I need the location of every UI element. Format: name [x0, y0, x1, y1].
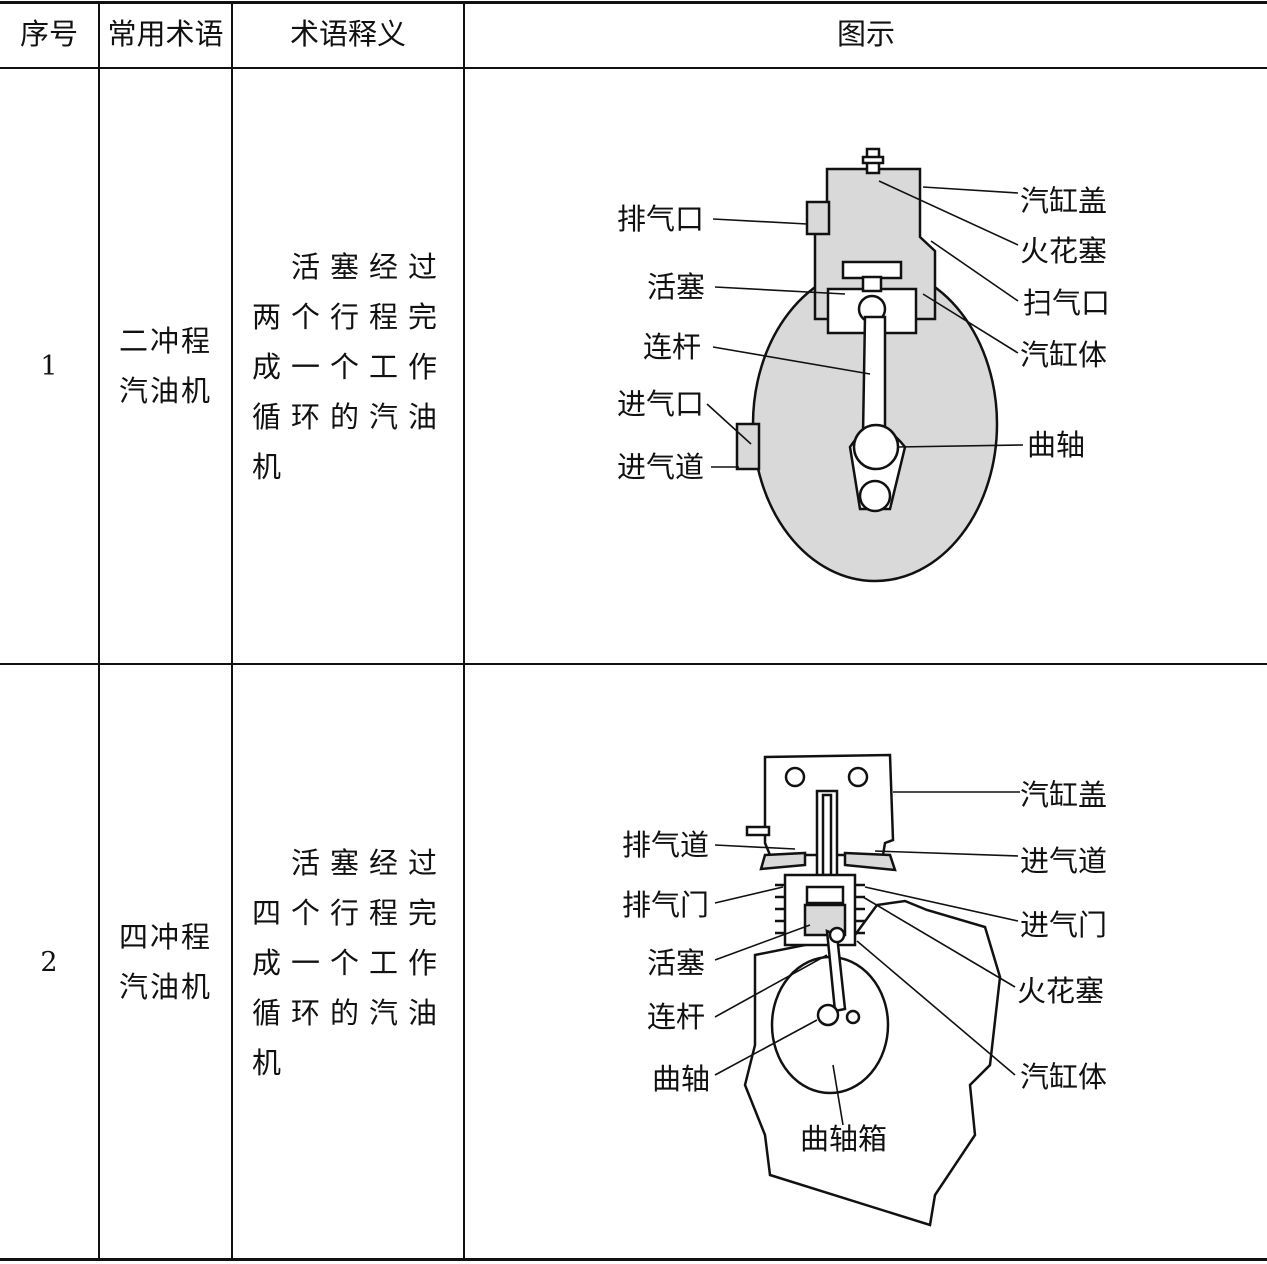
label-spark-plug: 火花塞 — [1017, 974, 1104, 1008]
connecting-rod-shape — [861, 315, 887, 436]
row2-term-line1: 四冲程 — [118, 920, 212, 954]
label-exhaust-passage: 排气道 — [622, 828, 709, 862]
row1-definition: 活塞经过两个行程完成一个工作循环的汽油机 — [252, 250, 448, 484]
label-spark-plug: 火花塞 — [1020, 234, 1107, 268]
label-intake-port: 进气口 — [617, 387, 704, 421]
two-stroke-engine-diagram: 排气口 活塞 连杆 进气口 进气道 汽缸盖 火花塞 扫气口 汽缸体 曲轴 — [617, 147, 1110, 583]
label-intake-passage: 进气道 — [617, 450, 704, 484]
header-divider — [0, 67, 1267, 69]
header-figure: 图示 — [836, 17, 895, 51]
label-scavenge-port: 扫气口 — [1023, 286, 1110, 320]
four-stroke-engine-diagram: 汽缸盖 排气道 进气道 排气门 进气门 活塞 火花塞 连杆 曲轴 汽缸体 曲轴箱 — [622, 753, 1107, 1227]
column-divider-3 — [463, 2, 465, 1260]
table-top-border — [0, 1, 1267, 4]
column-divider-1 — [98, 2, 100, 1260]
label-cylinder-block: 汽缸体 — [1020, 1060, 1107, 1094]
row1-term-line1: 二冲程 — [118, 324, 212, 358]
label-exhaust-port: 排气口 — [617, 202, 704, 236]
row1-term-line2: 汽油机 — [118, 374, 212, 408]
label-piston: 活塞 — [647, 270, 705, 304]
intake-pipe-shape — [735, 422, 761, 471]
row1-index: 1 — [40, 351, 58, 382]
header-term: 常用术语 — [107, 17, 224, 51]
header-index: 序号 — [19, 17, 78, 51]
label-cylinder-head: 汽缸盖 — [1020, 184, 1107, 218]
row2-definition: 活塞经过四个行程完成一个工作循环的汽油机 — [252, 846, 448, 1080]
column-divider-2 — [231, 2, 233, 1260]
label-cylinder-block: 汽缸体 — [1020, 338, 1107, 372]
label-intake-valve: 进气门 — [1020, 908, 1107, 942]
label-intake-passage: 进气道 — [1020, 844, 1107, 878]
label-crankshaft: 曲轴 — [1027, 428, 1085, 462]
label-connecting-rod: 连杆 — [643, 330, 701, 364]
label-exhaust-valve: 排气门 — [622, 888, 709, 922]
row-divider — [0, 663, 1267, 665]
piston-crown-shape — [841, 260, 903, 280]
row2-index: 2 — [40, 947, 58, 978]
label-crankcase: 曲轴箱 — [800, 1122, 887, 1156]
label-cylinder-head: 汽缸盖 — [1020, 778, 1107, 812]
label-connecting-rod: 连杆 — [647, 1000, 705, 1034]
label-piston: 活塞 — [647, 946, 705, 980]
header-definition: 术语释义 — [289, 17, 406, 51]
crankshaft-shape — [816, 1003, 840, 1027]
label-crankshaft: 曲轴 — [652, 1062, 710, 1096]
table-bottom-border — [0, 1258, 1267, 1261]
row2-term-line2: 汽油机 — [118, 970, 212, 1004]
exhaust-port-shape — [805, 200, 831, 236]
